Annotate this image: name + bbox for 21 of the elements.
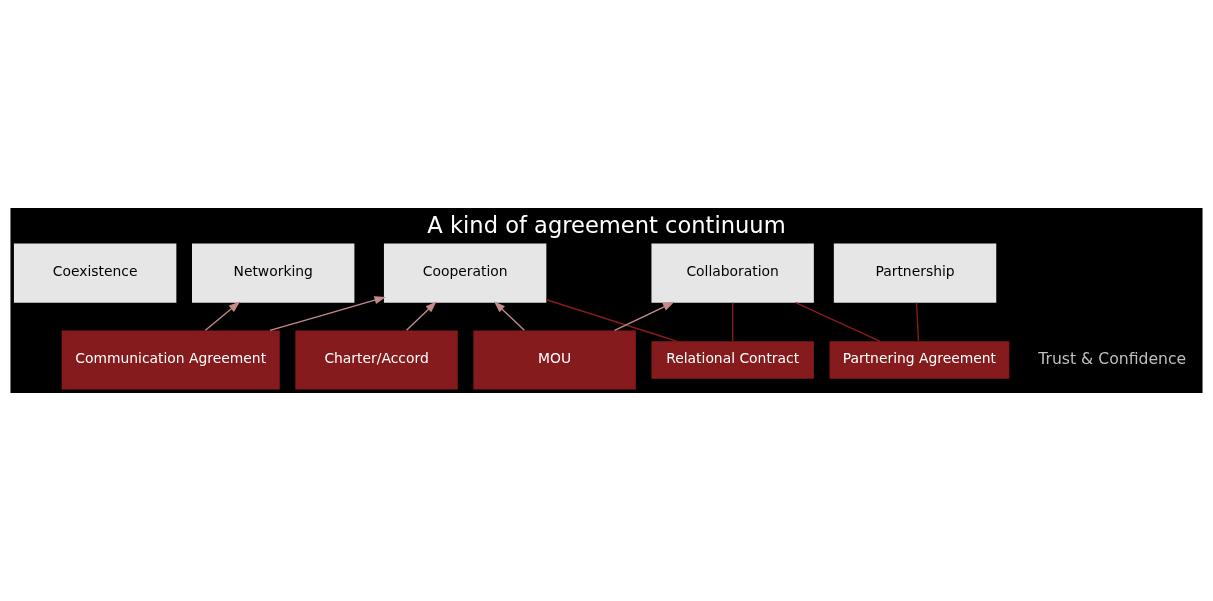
node-box: Coexistence [13, 243, 177, 303]
node-box: Communication Agreement [61, 330, 280, 390]
connector [731, 302, 734, 342]
node-box: Charter/Accord [295, 330, 458, 390]
arrow [493, 301, 525, 331]
diagram-title: A kind of agreement continuum [427, 212, 786, 239]
node-box: Networking [192, 243, 355, 303]
connector [545, 299, 678, 342]
node-box: Partnership [833, 243, 997, 303]
node-box: Relational Contract [651, 341, 814, 379]
node-box: Cooperation [383, 243, 547, 303]
node-box: MOU [473, 330, 636, 390]
connector [915, 302, 920, 342]
arrow [405, 301, 437, 331]
label: Trust & Confidence [1038, 348, 1187, 368]
arrow [269, 296, 386, 332]
arrow [613, 301, 675, 332]
node-box: Partnering Agreement [829, 341, 1010, 379]
arrow [204, 301, 241, 331]
connector [794, 302, 881, 342]
node-box: Collaboration [651, 243, 814, 303]
